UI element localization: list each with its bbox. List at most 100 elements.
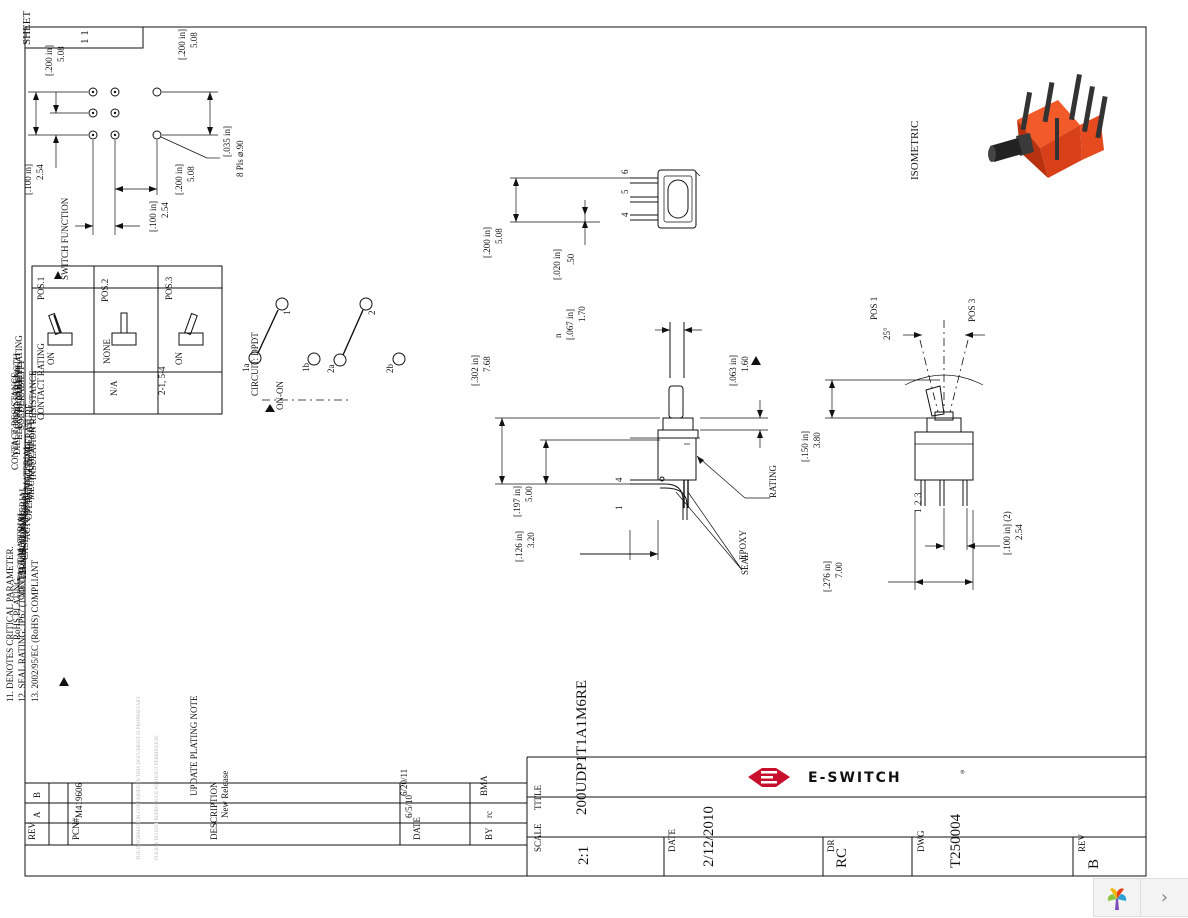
sf-col-pos3: POS.3 — [164, 276, 174, 300]
rev-label: REV — [1077, 833, 1087, 852]
sf-state-pos3: ON — [174, 352, 184, 365]
switch-function-triangle-icon — [54, 271, 62, 279]
rev-b-pcn: M419606 — [74, 782, 84, 818]
label-epoxy: EPOXY — [738, 529, 748, 560]
proprietary-note: THE INFORMATION CONTAINED IN THIS DOCUME… — [137, 695, 142, 860]
switch-function-title: SWITCH FUNCTION — [60, 197, 70, 280]
note-overlap-5: ACTUATOR MATERIAL — [22, 444, 32, 540]
note-critical: 11. DENOTES CRITICAL PARAMETER. — [5, 546, 15, 702]
label-pos3: POS 3 — [967, 298, 977, 322]
right-view — [825, 320, 1000, 590]
sheet-box — [24, 26, 144, 49]
dim-050: .50 — [566, 253, 576, 265]
right-pin-2: 2 — [913, 501, 923, 506]
rev-b-desc: UPDATE PLATING NOTE — [189, 695, 199, 796]
dim-150: [.150 in] — [800, 431, 810, 462]
rev-a-rev: A — [32, 811, 42, 818]
dim-170: 1.70 — [577, 306, 587, 322]
pcb-layout — [28, 87, 220, 235]
e-switch-logo: E-SWITCH ® — [748, 768, 965, 787]
dim-254b: 2.54 — [160, 202, 170, 218]
circuit-pin-2: 2 — [367, 311, 377, 316]
dwg-value: T250004 — [948, 813, 964, 868]
note-overlap-10: DIELECTRIC STRENGTH — [12, 353, 22, 455]
dim-254: 2.54 — [35, 164, 45, 180]
label-angle: 25° — [882, 327, 892, 340]
rev-header-date: DATE — [412, 817, 422, 840]
scale-value: 2:1 — [576, 846, 592, 865]
note-overlap-2: CONTACT MATERIAL — [16, 511, 26, 600]
dim-508a: 5.08 — [56, 46, 66, 62]
sheet-border — [24, 26, 1147, 877]
note-overlap-7: MECHANICAL LIFE — [26, 419, 36, 500]
dim-200c: [.200 in] — [174, 164, 184, 195]
rev-b-by: BMA — [479, 775, 489, 796]
note-overlap-1: GOLD PLATING — [14, 335, 24, 400]
right-pin-3: 3 — [913, 492, 923, 497]
rev-header-desc: DESCRIPTION — [209, 781, 219, 840]
proprietary-note-2: PLEASE DO NOT REPRODUCE WITHOUT PERMISSI… — [155, 735, 160, 860]
side-pin-6: 6 — [620, 169, 630, 174]
dim-508c: 5.08 — [186, 166, 196, 182]
right-pin-1: 1 — [913, 509, 923, 514]
dim-100b: [.100 in] — [148, 201, 158, 232]
dim-100: [.100 in] — [23, 164, 33, 195]
note-overlap-0: RoHS PLATING — [12, 578, 22, 640]
brand-name: E-SWITCH — [808, 770, 902, 786]
dim-063: [.063 in] — [728, 355, 738, 386]
dim-063-triangle-icon — [751, 356, 761, 365]
circuit-pin-1b: 1b — [301, 363, 311, 373]
side-pin-5: 5 — [620, 189, 630, 194]
front-pin-4: 4 — [614, 477, 624, 482]
circuit-pin-1a: 1a — [241, 364, 251, 373]
note-overlap-12: SOLDERABILITY — [16, 359, 26, 430]
dim-160: 1.60 — [740, 356, 750, 372]
dim-508d: 5.08 — [494, 228, 504, 244]
sf-col-pos2: POS.2 — [100, 279, 110, 302]
viewer-nav-widget: › — [1093, 878, 1188, 917]
dim-200b: [.200 in] — [177, 29, 187, 60]
circuit-pin-1: 1 — [282, 311, 292, 316]
dim-hole-mm: 8 Pls ⌀.90 — [235, 140, 245, 177]
dim-302: [.302 in] — [470, 355, 480, 386]
dim-768: 7.68 — [482, 356, 492, 372]
label-seal: SEAL — [740, 553, 750, 576]
note-overlap-9: CONTACT RESISTANCE — [10, 372, 20, 470]
rev-a-by: rc — [484, 811, 494, 818]
dwg-label: DWG — [916, 830, 926, 852]
dim-508b: 5.08 — [189, 32, 199, 48]
rev-header-by: BY — [484, 827, 494, 840]
rev-header-pcn: PCN# — [71, 817, 81, 840]
dim-254c: 2.54 — [1014, 524, 1024, 540]
date-label: DATE — [667, 829, 677, 852]
rev-b-date: 6/20/11 — [399, 769, 409, 796]
sheet-value: 1 1 — [79, 30, 91, 44]
next-page-chevron-icon[interactable]: › — [1160, 887, 1169, 908]
dim-200a: [.200 in] — [44, 45, 54, 76]
front-view — [495, 322, 770, 571]
circuit-type: ON-ON — [275, 381, 285, 410]
front-pin-1: 1 — [614, 506, 624, 511]
side-view — [510, 169, 701, 245]
label-pos1: POS 1 — [869, 297, 879, 320]
title-block: E-SWITCH ® TITLE 200UDP1T1A1M6RE SCALE 2… — [526, 680, 1146, 876]
circuit-schematic — [248, 297, 406, 401]
circuit-pin-2a: 2a — [326, 365, 336, 374]
circuit-pin-2b: 2b — [385, 364, 395, 374]
sf-state-pos2: NONE — [102, 339, 112, 364]
dim-n: n — [553, 333, 563, 338]
rev-header-rev: REV — [27, 821, 37, 840]
side-pin-4: 4 — [620, 212, 630, 217]
part-title: 200UDP1T1A1M6RE — [574, 680, 590, 815]
note-overlap-6: OPERATING TEMPERATURE — [24, 403, 34, 520]
dr-value: RC — [834, 848, 850, 868]
title-label: TITLE — [533, 785, 543, 810]
sheet-label: SHEET — [21, 11, 33, 46]
note-overlap-8: INSULATION RESISTANCE — [28, 370, 38, 480]
dim-500: 5.00 — [524, 486, 534, 502]
viewer-logo-icon[interactable] — [1094, 879, 1141, 916]
dim-200d: [.200 in] — [482, 227, 492, 258]
sf-conn-pos3: 2-1, 5-4 — [157, 366, 167, 395]
note-seal: 12. SEAL RATING: IP67 (1 METER FOR 30 MI… — [17, 513, 27, 702]
